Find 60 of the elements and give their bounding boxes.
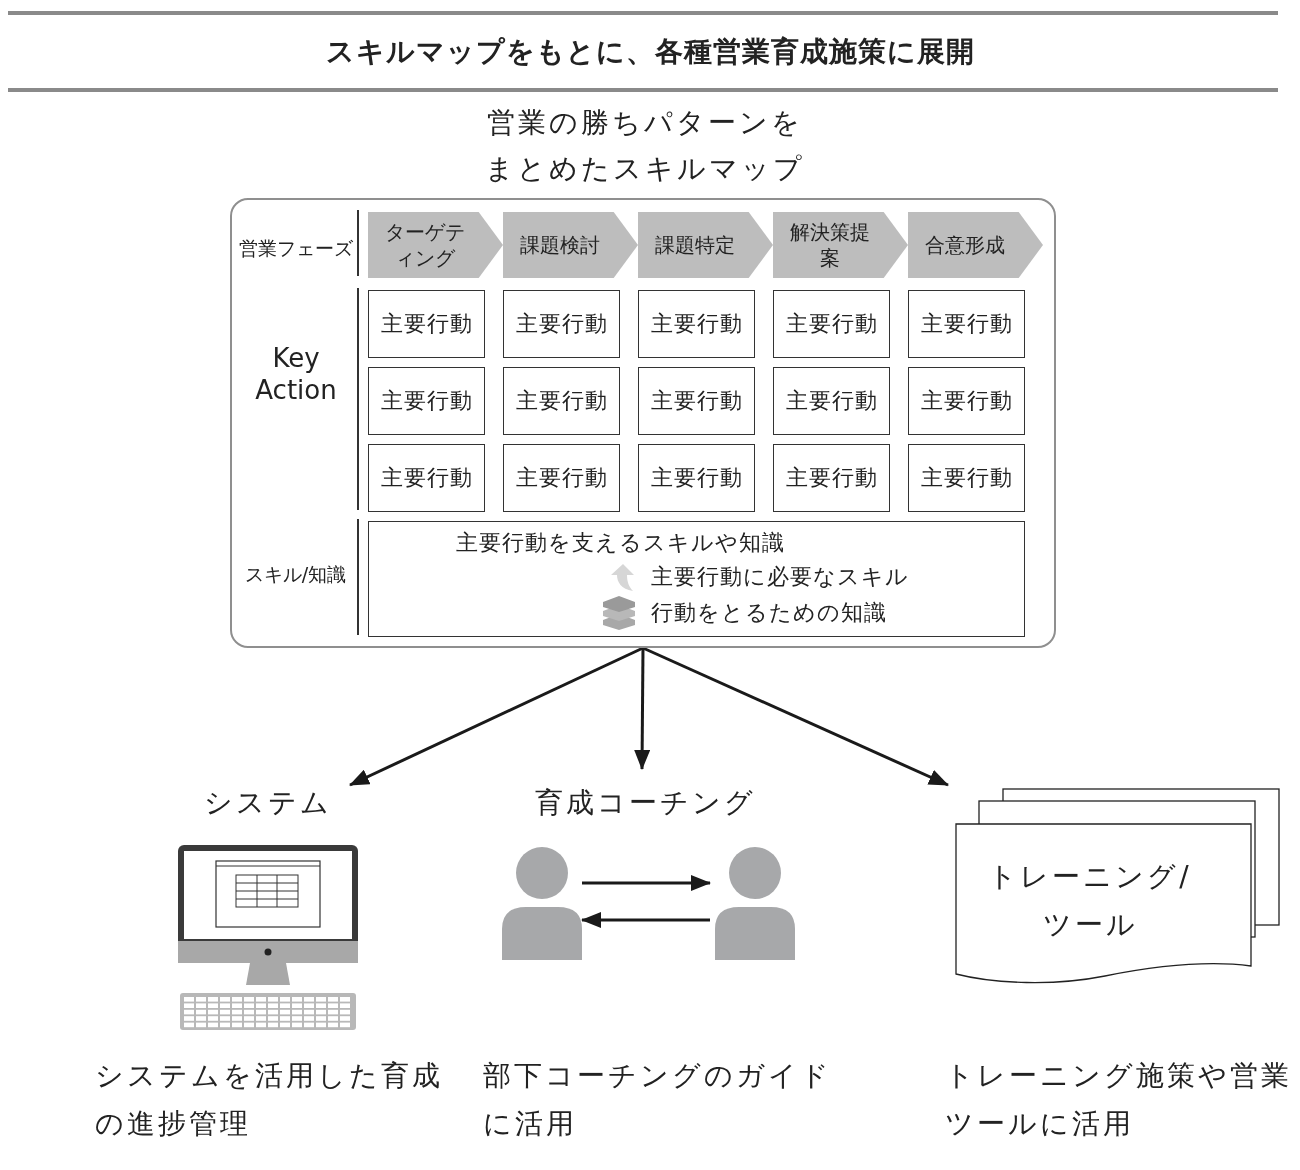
action-label: 主要行動 (380, 387, 473, 415)
action-label: 主要行動 (515, 464, 608, 492)
action-label: 主要行動 (515, 310, 608, 338)
phase-label: ターゲティング (383, 219, 466, 271)
action-label: 主要行動 (650, 464, 743, 492)
arrow (634, 648, 651, 770)
action-label: 主要行動 (920, 310, 1013, 338)
document-text: トレーニング/ツール (987, 859, 1193, 943)
action-label: 主要行動 (380, 464, 473, 492)
skill-text: 主要行動を支えるスキルや知識 (456, 529, 785, 557)
action-label: 主要行動 (785, 387, 878, 415)
action-box (908, 290, 1025, 358)
action-box (368, 444, 485, 512)
row-header: Key Action (254, 342, 338, 406)
description-label: システムを活用した育成の進捗管理 (95, 1058, 444, 1142)
group-heading: システム (203, 785, 333, 821)
group-heading: 育成コーチング (533, 785, 757, 821)
phase-step (638, 212, 773, 278)
action-label: 主要行動 (515, 387, 608, 415)
action-box (638, 367, 755, 435)
phase-label: 課題特定 (653, 232, 736, 258)
arrow (581, 912, 710, 928)
action-label: 主要行動 (920, 464, 1013, 492)
action-box (908, 367, 1025, 435)
title: スキルマップをもとに、各種営業育成施策に展開 (324, 34, 976, 70)
action-box (908, 444, 1025, 512)
action-box (773, 367, 890, 435)
phase-label: 解決策提案 (788, 219, 871, 271)
action-label: 主要行動 (920, 387, 1013, 415)
action-box (638, 290, 755, 358)
action-box (368, 367, 485, 435)
arrow (642, 646, 949, 787)
skill-text: 主要行動に必要なスキル (651, 563, 909, 591)
phase-step (503, 212, 638, 278)
arrow (582, 875, 711, 891)
skill-box (368, 521, 1025, 637)
action-label: 主要行動 (785, 464, 878, 492)
phase-step (773, 212, 908, 278)
description-label: トレーニング施策や営業ツールに活用 (945, 1058, 1293, 1142)
action-box (503, 367, 620, 435)
row-header: スキル/知識 (243, 562, 348, 587)
action-label: 主要行動 (785, 310, 878, 338)
action-box (773, 290, 890, 358)
phase-label: 課題検討 (518, 232, 601, 258)
phase-step (908, 212, 1043, 278)
action-label: 主要行動 (650, 387, 743, 415)
skill-text: 行動をとるための知識 (651, 599, 887, 627)
arrow (349, 646, 644, 787)
action-label: 主要行動 (380, 310, 473, 338)
action-box (368, 290, 485, 358)
panel-heading: 営業の勝ちパターンをまとめたスキルマップ (484, 105, 806, 187)
action-box (638, 444, 755, 512)
row-header: 営業フェーズ (237, 236, 354, 261)
phase-label: 合意形成 (923, 232, 1006, 258)
action-box (503, 290, 620, 358)
action-box (503, 444, 620, 512)
action-label: 主要行動 (650, 310, 743, 338)
action-box (773, 444, 890, 512)
description-label: 部下コーチングのガイドに活用 (483, 1058, 833, 1142)
phase-step (368, 212, 503, 278)
